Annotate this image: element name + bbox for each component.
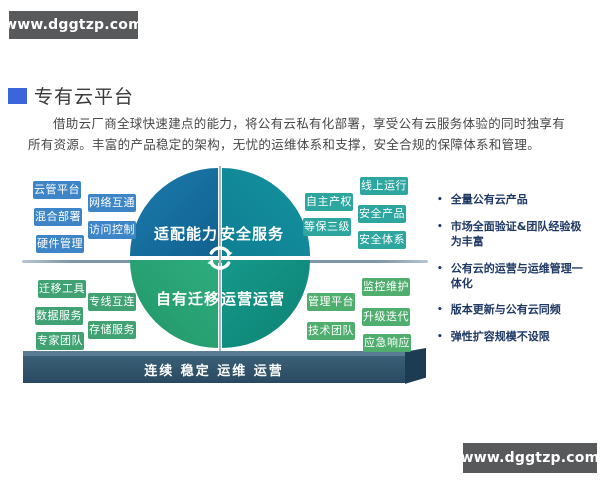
bullet-text: 市场全面验证&团队经验极为丰富 [450, 220, 582, 248]
quadrant-label-operations: 运营运营 [220, 290, 285, 308]
bullet-text: 弹性扩容规模不设限 [450, 330, 550, 344]
section-title: 专有云平台 [8, 82, 134, 109]
watermark-bottom-right: www.dggtzp.com [461, 443, 599, 473]
bullet-text: 版本更新与公有云同频 [450, 303, 561, 317]
vertical-axis-line [219, 166, 221, 352]
platform-side-bevel [405, 348, 426, 384]
list-item: • 公有云的运营与运维管理一体化 [437, 262, 592, 292]
label-box: 安全体系 [358, 231, 406, 249]
list-item: • 全量公有云产品 [437, 193, 592, 208]
label-box: 专家团队 [36, 332, 84, 350]
label-box: 安全产品 [358, 205, 406, 223]
bullet-text: 公有云的运营与运维管理一体化 [450, 261, 583, 290]
label-box: 监控维护 [362, 278, 410, 296]
label-box: 存储服务 [88, 321, 136, 339]
label-box: 管理平台 [307, 293, 355, 311]
label-box: 线上运行 [360, 177, 408, 195]
list-item: • 版本更新与公有云同频 [437, 303, 592, 318]
quadrant-label-adaptability: 适配能力 [153, 225, 218, 243]
platform-top-edge [23, 351, 405, 356]
quadrant-label-migration: 自有迁移 [155, 290, 220, 308]
label-box: 网络互通 [88, 194, 136, 212]
label-box: 技术团队 [307, 322, 355, 340]
list-item: • 弹性扩容规模不设限 [437, 330, 592, 345]
quadrant-circle: 适配能力 安全服务 自有迁移 运营运营 [130, 168, 310, 348]
label-box: 升级迭代 [362, 308, 410, 326]
feature-bullet-list: • 全量公有云产品 • 市场全面验证&团队经验极为丰富 • 公有云的运营与运维管… [437, 193, 592, 345]
list-item: • 市场全面验证&团队经验极为丰富 [437, 220, 592, 250]
sync-arrows-icon [207, 246, 233, 270]
label-box: 自主产权 [305, 193, 353, 211]
label-box: 迁移工具 [38, 280, 86, 298]
bullet-dot-icon: • [437, 305, 443, 316]
label-box: 混合部署 [34, 208, 82, 226]
bullet-dot-icon: • [437, 263, 443, 274]
page-title: 专有云平台 [34, 86, 135, 108]
label-box: 数据服务 [35, 307, 83, 325]
bullet-dot-icon: • [437, 332, 443, 343]
bullet-dot-icon: • [437, 222, 443, 232]
intro-paragraph: 借助云厂商全球快速建点的能力，将公有云私有化部署，享受公有云服务体验的同时独享有… [28, 116, 566, 152]
platform-banner: 连续 稳定 运维 运营 [23, 356, 405, 383]
label-box: 应急响应 [363, 334, 411, 352]
quadrant-label-security: 安全服务 [219, 225, 284, 243]
bullet-dot-icon: • [437, 195, 443, 205]
watermark-top-left: www.dggtzp.com [4, 11, 143, 39]
title-bullet-square [8, 87, 27, 104]
label-box: 云管平台 [33, 181, 81, 199]
bullet-text: 全量公有云产品 [450, 193, 528, 206]
label-box: 硬件管理 [36, 235, 84, 253]
label-box: 等保三级 [303, 218, 351, 236]
label-box: 访问控制 [88, 221, 136, 239]
platform-banner-text: 连续 稳定 运维 运营 [144, 364, 284, 379]
label-box: 专线互连 [88, 293, 136, 311]
